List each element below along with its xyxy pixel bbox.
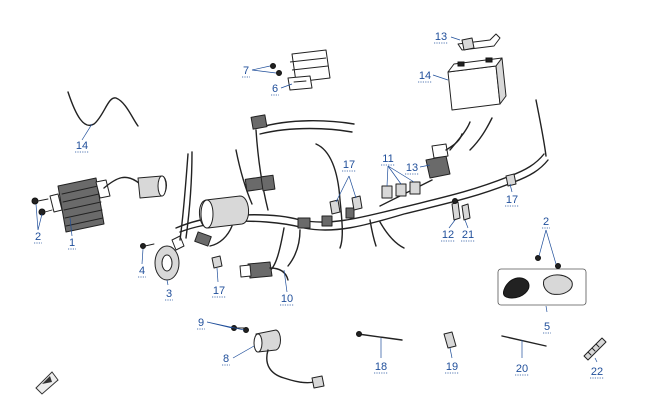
- tape-22: [583, 337, 607, 361]
- sensor-8: [253, 329, 325, 389]
- callout-5: 5: [544, 321, 550, 333]
- callout-22: 22: [591, 366, 603, 378]
- callout-13: 13: [406, 162, 418, 174]
- bolt-4: [140, 243, 155, 249]
- cable-tie-18: [356, 331, 403, 341]
- callout-4: 4: [139, 265, 145, 277]
- callout-10: 10: [281, 293, 293, 305]
- callout-12: 12: [442, 229, 454, 241]
- relay-group: [381, 181, 421, 199]
- screws-7: [270, 63, 282, 76]
- callout-20: 20: [516, 363, 528, 375]
- callout-2-left: 2: [35, 231, 41, 243]
- forward-arrow-icon: [35, 371, 59, 395]
- callout-labels: 14 1 2 3 4 17 10 7 6 13 14 11 13 17 17 1…: [34, 31, 604, 379]
- callout-11: 11: [382, 153, 393, 165]
- clip-17-a: [211, 255, 223, 269]
- callout-8: 8: [223, 353, 229, 365]
- callout-16: 14: [76, 140, 88, 152]
- clip-17-c: [505, 173, 517, 187]
- callout-17-c: 17: [506, 194, 518, 206]
- rod-20: [501, 335, 547, 347]
- wire-16: [67, 91, 139, 127]
- ecu-unit: [287, 49, 331, 91]
- regulator-rectifier: [49, 175, 167, 233]
- callout-7: 7: [243, 65, 249, 77]
- main-harness: [175, 99, 549, 273]
- callout-9: 9: [198, 317, 204, 329]
- clamp-19: [443, 331, 457, 349]
- clip-17-b: [329, 195, 363, 215]
- callout-1: 1: [69, 237, 75, 249]
- callout-15: 14: [419, 70, 431, 82]
- callout-14: 13: [435, 31, 447, 43]
- callout-6: 6: [272, 83, 278, 95]
- callout-18: 18: [375, 361, 387, 373]
- battery-strap: [457, 33, 501, 51]
- leader-lines: [35, 36, 598, 363]
- horn: [154, 235, 185, 281]
- callout-3: 3: [166, 288, 172, 300]
- bolts-12-21: [451, 198, 471, 221]
- battery: [447, 57, 507, 111]
- connector-10: [239, 261, 289, 281]
- callout-21: 21: [462, 229, 474, 241]
- screws-2-right: [535, 255, 561, 269]
- flasher-relay: [425, 133, 463, 179]
- callout-2-right: 2: [543, 216, 549, 228]
- screw-pair-left: [31, 197, 53, 216]
- key-fob-panel: [497, 268, 587, 306]
- callout-17-b: 17: [343, 159, 355, 171]
- callout-17-a: 17: [213, 285, 225, 297]
- callout-19: 19: [446, 361, 458, 373]
- screws-9: [231, 325, 249, 333]
